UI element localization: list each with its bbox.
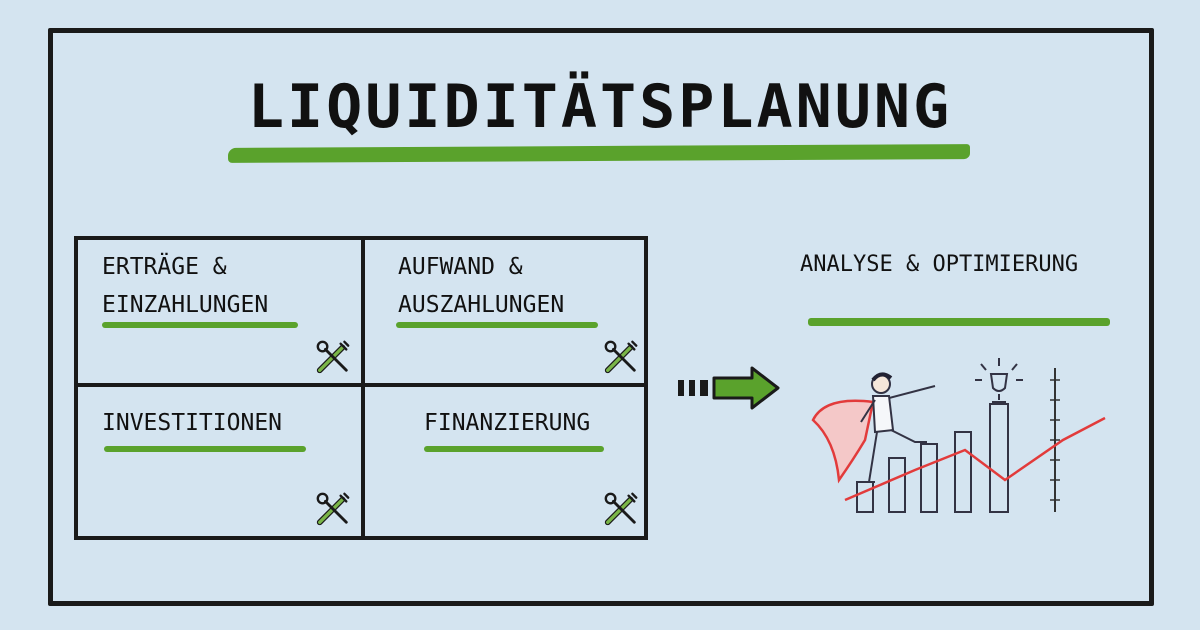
cell-ertraege-line2: EINZAHLUNGEN <box>102 292 269 318</box>
page-title: LIQUIDITÄTSPLANUNG <box>247 72 953 142</box>
cell-aufwand-line1: AUFWAND & <box>398 254 523 280</box>
cell-ertraege-label: ERTRÄGE & EINZAHLUNGEN <box>102 248 268 324</box>
trophy-icon <box>975 358 1023 403</box>
cell-investitionen-underline <box>104 446 306 452</box>
growth-chart-icon <box>811 358 1106 513</box>
cell-investitionen-label: INVESTITIONEN <box>102 410 283 436</box>
tools-icon <box>316 340 350 374</box>
analyse-label: ANALYSE & OPTIMIERUNG <box>800 252 1079 277</box>
cell-finanzierung-label: FINANZIERUNG <box>424 410 591 436</box>
cell-ertraege-underline <box>102 322 298 328</box>
tools-icon <box>316 492 350 526</box>
dashed-arrow-icon <box>678 366 780 410</box>
cell-aufwand-underline <box>396 322 598 328</box>
tools-icon <box>604 340 638 374</box>
grid-divider-horizontal <box>74 383 648 387</box>
cell-aufwand-label: AUFWAND & AUSZAHLUNGEN <box>398 248 564 324</box>
cell-finanzierung-underline <box>424 446 604 452</box>
cell-ertraege-line1: ERTRÄGE & <box>102 254 227 280</box>
tools-icon <box>604 492 638 526</box>
analyse-underline <box>808 318 1110 326</box>
diagram-frame <box>48 28 1154 606</box>
cell-aufwand-line2: AUSZAHLUNGEN <box>398 292 565 318</box>
grid-divider-vertical <box>361 236 365 540</box>
